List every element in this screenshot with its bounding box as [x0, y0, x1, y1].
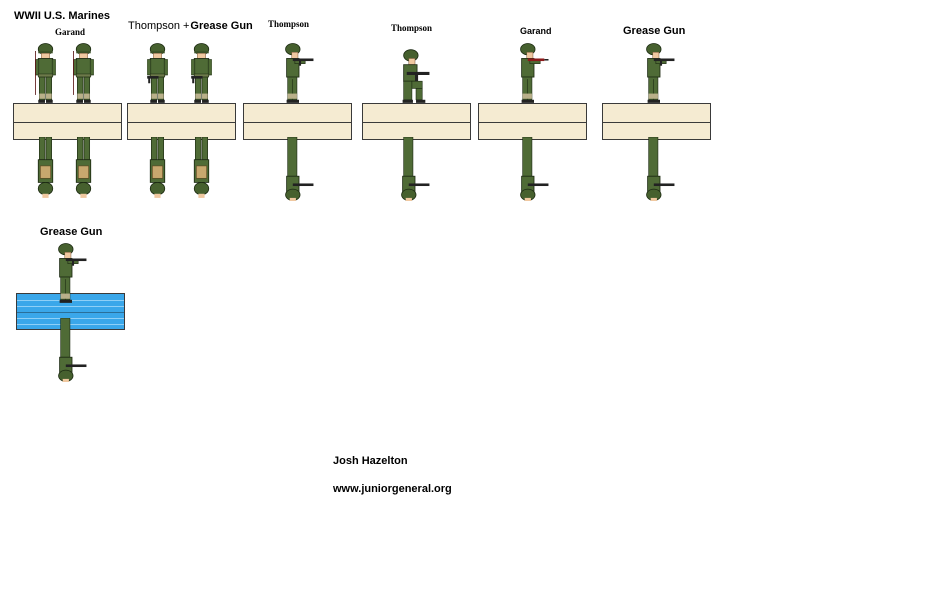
marine-thompson-reflection — [147, 137, 168, 201]
marine-grease-gun-wading-reflection — [57, 318, 87, 382]
label-part-plus: + — [182, 20, 190, 32]
marine-thompson-aiming-reflection — [284, 137, 314, 201]
marine-garand-reflection — [35, 137, 56, 201]
marine-grease-gun-wading-figure — [57, 243, 87, 307]
base-sand-2 — [127, 103, 236, 140]
sheet-title: WWII U.S. Marines — [14, 10, 110, 22]
marine-thompson-crouch-figure — [400, 43, 430, 107]
marine-grease-gun-aiming-figure — [645, 43, 675, 107]
unit-label-grease-gun-2: Grease Gun — [40, 226, 103, 238]
base-sand-5 — [478, 103, 587, 140]
marine-garand-aiming-reflection — [519, 137, 549, 201]
unit-label-garand-1: Garand — [55, 27, 86, 37]
unit-label-grease-gun-1: Grease Gun — [623, 25, 686, 37]
marine-thompson-figure — [147, 43, 168, 107]
marine-grease-gun-reflection — [191, 137, 212, 201]
marine-thompson-crouch-reflection — [400, 137, 430, 201]
website-link[interactable]: www.juniorgeneral.org — [333, 483, 452, 495]
base-sand-4 — [362, 103, 471, 140]
marine-thompson-aiming-figure — [284, 43, 314, 107]
marine-garand-figure — [35, 43, 56, 107]
unit-label-garand-2: Garand — [520, 26, 552, 36]
marine-garand-figure — [73, 43, 94, 107]
base-sand-3 — [243, 103, 352, 140]
unit-label-thompson-1: Thompson — [268, 19, 310, 29]
marine-grease-gun-aiming-reflection — [645, 137, 675, 201]
author-credit: Josh Hazelton — [333, 455, 408, 467]
marine-grease-gun-figure — [191, 43, 212, 107]
base-sand-1 — [13, 103, 122, 140]
unit-label-mixed: Thompson+Grease Gun — [128, 21, 253, 32]
marine-garand-reflection — [73, 137, 94, 201]
unit-label-thompson-2: Thompson — [391, 23, 433, 33]
base-sand-6 — [602, 103, 711, 140]
label-part-thompson: Thompson — [128, 20, 180, 32]
label-part-grease-gun: Grease Gun — [190, 20, 253, 32]
marine-garand-aiming-figure — [519, 43, 549, 107]
